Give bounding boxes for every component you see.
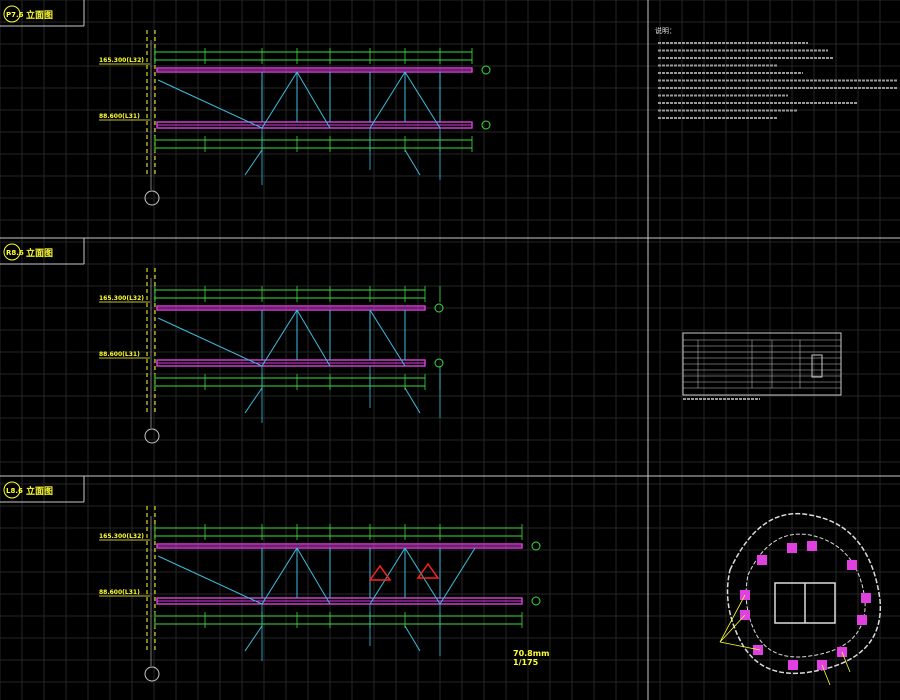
warning-triangle-icon	[416, 562, 440, 579]
end-marker	[531, 596, 541, 606]
axis-bubble	[144, 190, 160, 206]
truss-diagonal	[157, 555, 263, 605]
truss-diagonal	[404, 547, 441, 605]
plan-outline	[726, 513, 882, 675]
truss-diagonal	[404, 71, 441, 129]
leader-line	[244, 149, 263, 176]
truss-diagonal	[261, 547, 298, 605]
elevation-number: P7.6	[6, 11, 24, 19]
section-symbol-icon	[811, 354, 823, 378]
bottom-level-label: 88.600(L31)	[99, 351, 140, 358]
truss-diagonal	[439, 547, 476, 605]
elevation-title: 立面图	[26, 485, 53, 497]
leader-line	[244, 625, 263, 652]
truss-diagonal	[296, 309, 331, 367]
warning-triangle-icon	[368, 564, 392, 581]
top-level-label: 165.300(L32)	[99, 533, 144, 540]
plan-leader	[719, 594, 746, 643]
axis-bubble	[144, 428, 160, 444]
truss-diagonal	[157, 317, 263, 367]
title-circle-icon	[3, 481, 21, 499]
axis-bubble	[144, 666, 160, 682]
measurement-readout: 70.8mm 1/175	[513, 649, 549, 667]
elevation-number: L8.6	[6, 487, 23, 495]
truss-diagonal	[261, 71, 298, 129]
end-marker	[434, 358, 444, 368]
top-level-label: 165.300(L32)	[99, 57, 144, 64]
notes-panel: 说明：	[655, 26, 898, 119]
plan-leader	[719, 641, 761, 651]
leader-line	[404, 149, 421, 176]
title-circle-icon	[3, 243, 21, 261]
truss-diagonal	[261, 309, 298, 367]
title-circle-icon	[3, 5, 21, 23]
elevation-title: 立面图	[26, 247, 53, 259]
bottom-level-label: 88.600(L31)	[99, 589, 140, 596]
measurement-scale: 1/175	[513, 658, 539, 667]
plan-leader	[841, 651, 851, 673]
floor-plan-view	[719, 513, 882, 686]
plan-column	[857, 615, 867, 625]
truss-diagonal	[296, 71, 331, 129]
truss-diagonal	[369, 71, 406, 129]
plan-leader	[719, 614, 746, 643]
elevation-number: R8.6	[6, 249, 24, 257]
plan-column	[757, 555, 767, 565]
plan-column	[847, 560, 857, 570]
plan-column	[787, 543, 797, 553]
plan-column	[861, 593, 871, 603]
leader-line	[404, 387, 421, 414]
plan-leader	[821, 664, 831, 686]
measurement-value: 70.8mm	[513, 649, 549, 658]
end-marker	[481, 120, 491, 130]
truss-diagonal	[157, 79, 263, 129]
leader-line	[244, 387, 263, 414]
bottom-level-label: 88.600(L31)	[99, 113, 140, 120]
plan-inner-ring	[745, 533, 866, 658]
top-level-label: 165.300(L32)	[99, 295, 144, 302]
truss-diagonal	[296, 547, 331, 605]
notes-lines	[658, 42, 898, 119]
truss-diagonal	[369, 309, 406, 367]
end-marker	[531, 541, 541, 551]
plan-column	[807, 541, 817, 551]
member-schedule-table	[682, 332, 842, 400]
end-marker	[434, 303, 444, 313]
plan-column	[788, 660, 798, 670]
end-marker	[481, 65, 491, 75]
leader-line	[404, 625, 421, 652]
elevation-title: 立面图	[26, 9, 53, 21]
notes-heading: 说明：	[655, 26, 676, 35]
